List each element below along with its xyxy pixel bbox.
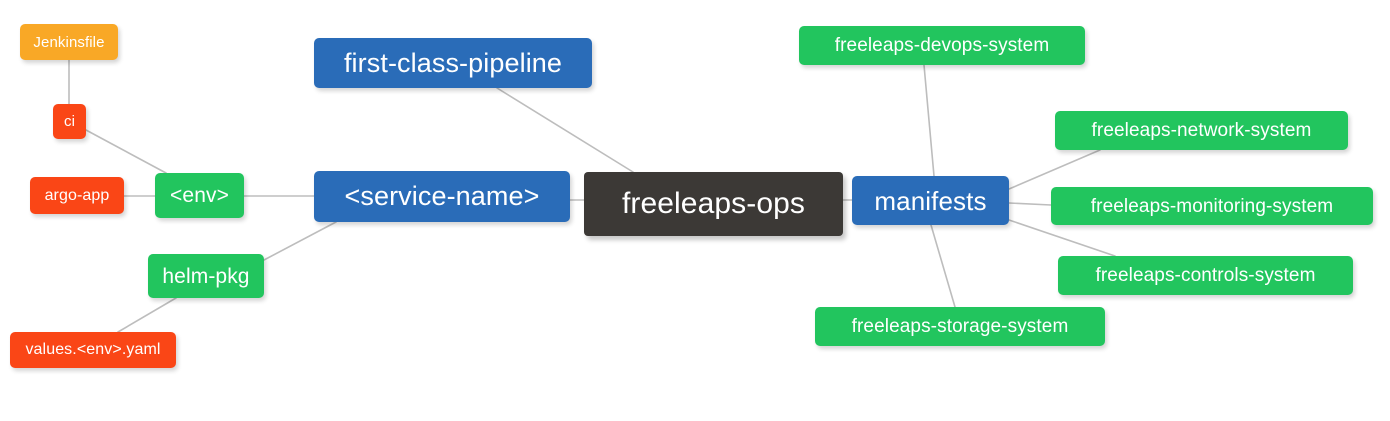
node-env[interactable]: <env>	[155, 173, 244, 218]
node-freeleaps-storage-system[interactable]: freeleaps-storage-system	[815, 307, 1105, 346]
node-service-name[interactable]: <service-name>	[314, 171, 570, 222]
edge-first-class-pipeline-to-freeleaps-ops	[496, 87, 634, 173]
edge-helm-pkg-to-values-env-yaml	[117, 297, 177, 333]
node-jenkinsfile[interactable]: Jenkinsfile	[20, 24, 118, 60]
edge-manifests-to-freeleaps-controls-system	[1008, 219, 1116, 257]
node-manifests[interactable]: manifests	[852, 176, 1009, 225]
node-first-class-pipeline[interactable]: first-class-pipeline	[314, 38, 592, 88]
edge-manifests-to-freeleaps-storage-system	[930, 224, 956, 308]
node-freeleaps-devops-system[interactable]: freeleaps-devops-system	[799, 26, 1085, 65]
edge-manifests-to-freeleaps-monitoring-system	[1008, 202, 1052, 206]
edge-service-name-to-helm-pkg	[263, 221, 337, 261]
node-values-env-yaml[interactable]: values.<env>.yaml	[10, 332, 176, 368]
node-freeleaps-controls-system[interactable]: freeleaps-controls-system	[1058, 256, 1353, 295]
node-freeleaps-network-system[interactable]: freeleaps-network-system	[1055, 111, 1348, 150]
node-argo-app[interactable]: argo-app	[30, 177, 124, 214]
edge-manifests-to-freeleaps-devops-system	[923, 64, 935, 177]
node-freeleaps-ops[interactable]: freeleaps-ops	[584, 172, 843, 236]
node-freeleaps-monitoring-system[interactable]: freeleaps-monitoring-system	[1051, 187, 1373, 225]
node-ci[interactable]: ci	[53, 104, 86, 139]
edge-manifests-to-freeleaps-network-system	[1008, 149, 1101, 190]
edge-ci-to-env	[85, 129, 167, 174]
node-helm-pkg[interactable]: helm-pkg	[148, 254, 264, 298]
